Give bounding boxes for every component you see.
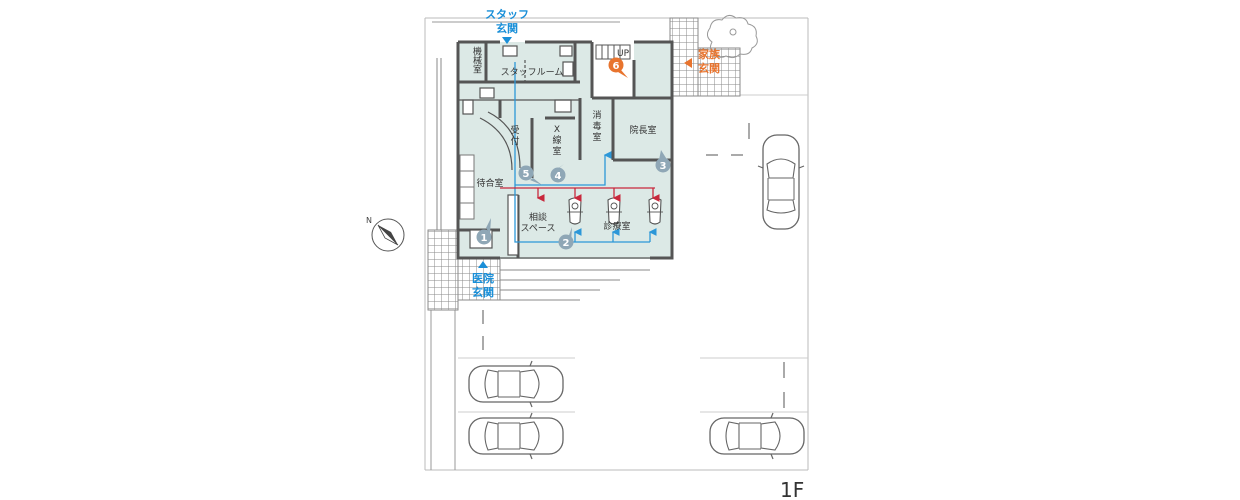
svg-text:N: N	[366, 216, 372, 225]
room-labels: 機械室 スタッフルーム 受 付 X 線 室 消 毒 室 院長室 待合室 相談 ス…	[471, 45, 657, 234]
room-machine: 機械室	[471, 45, 482, 73]
marker-6: 6	[608, 57, 628, 78]
room-disinfect-c: 室	[592, 131, 601, 143]
staff-flow-lines	[514, 62, 657, 245]
room-director: 院長室	[629, 124, 656, 136]
view-markers: 1 2 3 4 5 6	[476, 57, 671, 250]
parking-dashes	[482, 123, 785, 408]
svg-text:1: 1	[481, 233, 488, 244]
parking-area	[458, 94, 808, 413]
room-xray-c: 室	[552, 145, 561, 157]
walls	[456, 40, 674, 260]
marker-4: 4	[550, 164, 566, 183]
clinic-entrance-line1: 医院	[472, 271, 494, 285]
family-flow-lines	[500, 187, 660, 202]
clinic-entrance-arrow	[478, 261, 488, 268]
floor-label: 1F	[780, 478, 804, 500]
family-entrance-line1: 家族	[698, 47, 721, 61]
svg-text:2: 2	[563, 238, 570, 249]
staff-entrance-line1: スタッフ	[485, 8, 529, 21]
room-consult-b: スペース	[521, 224, 556, 234]
room-reception-b: 付	[510, 136, 519, 147]
front-porch	[500, 269, 650, 301]
room-waiting: 待合室	[476, 177, 503, 189]
staff-entrance-arrow	[502, 37, 512, 44]
svg-text:3: 3	[660, 161, 667, 172]
room-disinfect-a: 消	[592, 109, 601, 121]
family-entrance-line2: 玄関	[698, 61, 720, 75]
waiting-bench	[459, 154, 475, 220]
compass-icon: N	[366, 216, 405, 252]
svg-text:5: 5	[523, 169, 530, 180]
room-exam: 診療室	[603, 220, 630, 232]
marker-3: 3	[655, 150, 671, 173]
reception-counter	[479, 111, 521, 171]
stairs	[595, 44, 631, 60]
room-reception-a: 受	[510, 124, 519, 136]
staff-entrance-line2: 玄関	[496, 21, 518, 35]
stairs-up-label: UP	[617, 49, 630, 59]
tree-icon	[706, 14, 758, 59]
clinic-entrance-line2: 玄関	[472, 285, 494, 299]
marker-2: 2	[558, 227, 574, 250]
svg-text:6: 6	[613, 61, 620, 72]
entrance-clinic: 医院 玄関	[472, 261, 494, 299]
entrance-staff: スタッフ 玄関	[485, 8, 529, 44]
svg-text:4: 4	[555, 171, 562, 182]
room-xray-b: 線	[552, 134, 561, 146]
room-xray-a: X	[554, 125, 560, 135]
room-staff: スタッフルーム	[501, 67, 564, 78]
family-entrance-arrow	[684, 58, 692, 68]
entrance-family: 家族 玄関	[684, 47, 721, 75]
room-disinfect-b: 毒	[592, 120, 601, 132]
marker-5: 5	[518, 165, 542, 185]
marker-1: 1	[476, 218, 492, 245]
room-consult-a: 相談	[529, 211, 547, 223]
